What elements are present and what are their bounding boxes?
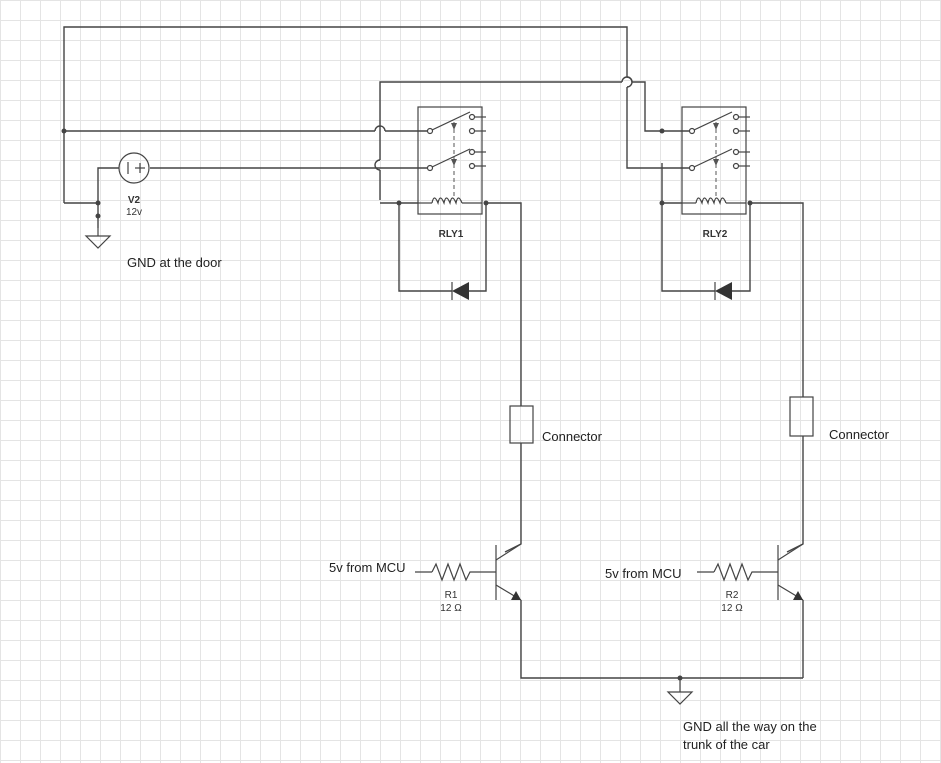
r2-ref-label: R2 xyxy=(726,590,739,601)
gnd-trunk-note-line2: trunk of the car xyxy=(683,737,770,752)
top-loop-wire xyxy=(63,26,690,203)
connector-2 xyxy=(789,396,814,437)
relay1 xyxy=(417,106,486,215)
relay2-coil-wiring xyxy=(659,128,804,397)
diode-2 xyxy=(714,282,732,300)
transistor-q2 xyxy=(754,543,804,601)
ground-symbol-trunk xyxy=(666,678,694,705)
resistor-r1 xyxy=(415,562,472,582)
r1-value-label: 12 Ω xyxy=(440,603,462,614)
r2-value-label: 12 Ω xyxy=(721,603,743,614)
connector-1 xyxy=(509,405,534,444)
mcu2-label: 5v from MCU xyxy=(605,566,682,581)
diode-1 xyxy=(451,282,469,300)
gnd-door-note: GND at the door xyxy=(127,255,222,270)
mcu1-label: 5v from MCU xyxy=(329,560,406,575)
relay1-coil-wiring xyxy=(380,200,522,406)
transistor-q1 xyxy=(472,543,522,601)
q2-collector-wire xyxy=(786,436,804,553)
emitter-ground-bus xyxy=(520,600,803,679)
gnd-trunk-note-line1: GND all the way on the xyxy=(683,719,817,734)
q1-collector-wire xyxy=(504,443,522,553)
battery-v2 xyxy=(97,152,150,228)
ground-symbol-door xyxy=(84,228,112,249)
relay2-ref-label: RLY2 xyxy=(703,229,728,240)
resistor-r2 xyxy=(697,562,754,582)
battery-ref-label: V2 xyxy=(128,195,141,206)
connector1-label: Connector xyxy=(542,429,603,444)
relay1-ref-label: RLY1 xyxy=(439,229,464,240)
relay1-contact-wires xyxy=(64,125,428,169)
r1-ref-label: R1 xyxy=(445,590,458,601)
connector2-label: Connector xyxy=(829,427,890,442)
relay2 xyxy=(681,106,750,215)
battery-value-label: 12v xyxy=(126,207,142,218)
